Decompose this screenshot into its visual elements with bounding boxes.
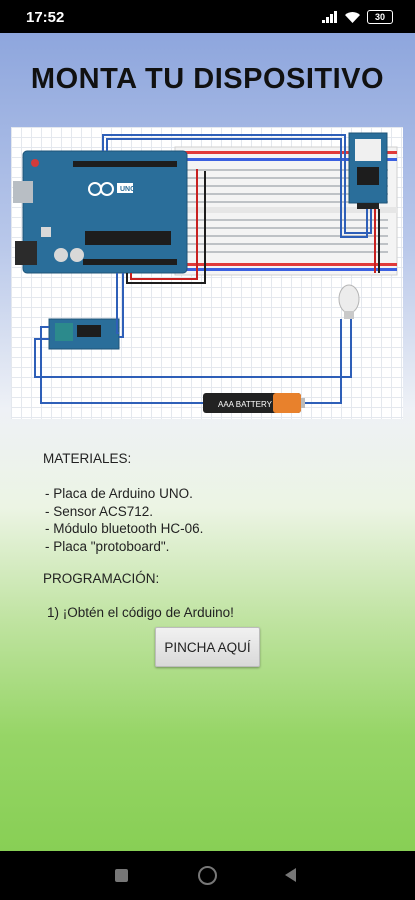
status-icons: 30 [322, 10, 393, 24]
arduino-board: UNO [13, 150, 188, 274]
back-icon[interactable] [285, 868, 296, 882]
material-item: - Placa de Arduino UNO. [45, 486, 193, 501]
recents-icon[interactable] [115, 869, 128, 882]
battery-icon: 30 [367, 10, 393, 24]
arduino-brand-label: UNO [120, 186, 136, 193]
material-item: - Módulo bluetooth HC-06. [45, 521, 204, 536]
wifi-icon [345, 11, 360, 23]
status-bar: 17:52 30 [0, 0, 415, 33]
get-code-button[interactable]: PINCHA AQUÍ [155, 627, 260, 667]
page-title: MONTA TU DISPOSITIVO [30, 63, 385, 95]
current-sensor [48, 318, 120, 350]
home-icon[interactable] [198, 866, 217, 885]
circuit-diagram-svg: UNO [13, 132, 398, 413]
material-item: - Sensor ACS712. [45, 503, 154, 519]
signal-icon [322, 11, 337, 23]
battery-cell: AAA BATTERY [203, 393, 305, 413]
battery-label: AAA BATTERY [218, 400, 273, 409]
status-time: 17:52 [26, 9, 65, 26]
bluetooth-module [348, 132, 388, 209]
material-item: - Placa "protoboard". [45, 538, 170, 554]
navigation-bar [0, 851, 415, 900]
main-content: MONTA TU DISPOSITIVO [0, 33, 415, 851]
materials-heading: MATERIALES: [43, 451, 132, 466]
step-1-text: 1) ¡Obtén el código de Arduino! [47, 605, 234, 620]
materials-list: - Placa de Arduino UNO. - Sensor ACS712.… [45, 485, 203, 555]
programming-heading: PROGRAMACIÓN: [43, 571, 160, 586]
circuit-diagram: UNO [11, 127, 403, 419]
light-bulb [338, 284, 360, 319]
wires [34, 134, 380, 404]
